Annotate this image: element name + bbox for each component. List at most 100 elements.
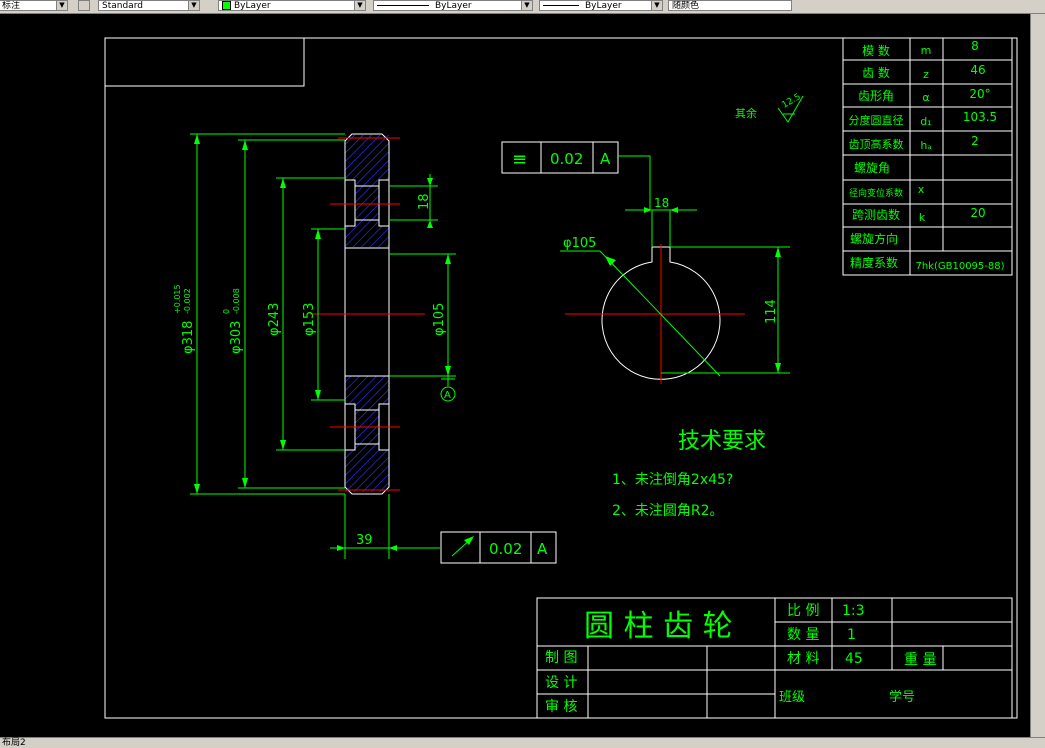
dimstyle-combo[interactable]: 标注 ▼ [0, 0, 68, 11]
tech-item-2: 2、未注圆角R2。 [612, 503, 724, 519]
weight-label: 重 量 [904, 652, 936, 668]
param-symbol: d₁ [920, 115, 931, 128]
layer-combo[interactable]: ByLayer ▼ [218, 0, 366, 11]
drawn-label: 制 图 [545, 650, 577, 666]
roughness-value: 12.5 [780, 92, 802, 111]
datum-a-marker: A [440, 376, 456, 402]
param-value: 2 [971, 134, 979, 148]
dim-d243: φ243 [267, 303, 282, 336]
color-swatch-icon [222, 1, 231, 10]
vertical-scrollbar[interactable] [1030, 14, 1045, 737]
param-symbol: α [922, 91, 929, 104]
drawing-canvas[interactable]: 模 数 m 8 齿 数 z 46 齿形角 α 20° 分度圆直径 d₁ 103.… [0, 14, 1030, 737]
tol-top-value: 0.02 [550, 150, 583, 168]
textstyle-combo[interactable]: Standard ▼ [98, 0, 200, 11]
param-label: 螺旋角 [854, 161, 890, 175]
dim-d105b: φ105 [563, 236, 596, 251]
parameter-table [842, 37, 1013, 276]
dim-d318-tol-dn: -0.002 [183, 288, 192, 314]
param-label: 跨测齿数 [852, 207, 900, 222]
datum-a-label: A [444, 390, 451, 401]
chevron-down-icon: ▼ [188, 1, 199, 10]
dim-d318: φ318 [181, 321, 196, 354]
plotstyle-value: 随颜色 [672, 1, 700, 11]
review-label: 审 核 [545, 699, 577, 715]
lineweight-sample-icon [543, 5, 579, 6]
lineweight-combo[interactable]: ByLayer ▼ [539, 0, 663, 11]
param-symbol: z [923, 68, 929, 81]
param-symbol: k [919, 211, 926, 224]
tol-bot-value: 0.02 [489, 540, 522, 558]
part-name: 圆 柱 齿 轮 [584, 609, 733, 644]
dim-d303-tol-up: 0 [222, 309, 231, 314]
param-value: 46 [970, 63, 985, 77]
tech-item-1: 1、未注倒角2x45? [612, 472, 733, 488]
status-bar: 布局2 [0, 737, 1045, 748]
param-symbol: m [921, 44, 932, 57]
chevron-down-icon: ▼ [354, 1, 365, 10]
tol-bot-datum: A [537, 540, 548, 558]
param-value: 7hk(GB10095-88) [915, 261, 1004, 272]
param-label: 精度系数 [850, 255, 898, 270]
dim-d303: φ303 [229, 321, 244, 354]
tech-title: 技术要求 [678, 429, 766, 454]
textstyle-value: Standard [102, 1, 143, 11]
linetype-sample-icon [377, 5, 429, 6]
param-label: 分度圆直径 [849, 113, 904, 127]
dim-18: 18 [417, 193, 432, 210]
param-value: 20 [970, 206, 985, 220]
dim-d105: φ105 [432, 303, 447, 336]
dim-k18: 18 [654, 196, 669, 210]
class-label: 班级 [779, 690, 805, 705]
qty-label: 数 量 [787, 627, 819, 643]
parameter-table-text: 模 数 m 8 齿 数 z 46 齿形角 α 20° 分度圆直径 d₁ 103.… [849, 39, 1005, 272]
dimension-text: φ318 +0.015 -0.002 φ303 0 -0.008 φ243 φ1… [173, 193, 447, 548]
param-symbol: hₐ [920, 139, 931, 152]
textstyle-icon[interactable] [78, 0, 90, 11]
layout-tab[interactable]: 布局2 [2, 738, 26, 748]
param-label: 模 数 [862, 43, 890, 58]
tolerance-frame-bottom: 0.02 A [440, 531, 557, 564]
lineweight-value: ByLayer [585, 1, 622, 11]
chevron-down-icon: ▼ [56, 1, 67, 10]
linetype-combo[interactable]: ByLayer ▼ [373, 0, 533, 11]
dim-39: 39 [356, 533, 373, 548]
tech-requirements: 技术要求 1、未注倒角2x45? 2、未注圆角R2。 [612, 429, 766, 519]
dim-d303-tol-dn: -0.008 [232, 288, 241, 314]
drawing-svg: 模 数 m 8 齿 数 z 46 齿形角 α 20° 分度圆直径 d₁ 103.… [104, 37, 1018, 719]
param-value: 103.5 [963, 110, 997, 124]
plotstyle-combo[interactable]: 随颜色 [668, 0, 792, 11]
arrowheads [194, 134, 451, 551]
properties-toolbar: 标注 ▼ Standard ▼ ByLayer ▼ ByLayer ▼ ByLa… [0, 0, 1045, 14]
gear-section-view [310, 133, 425, 495]
corner-box [104, 37, 305, 87]
param-value: 8 [971, 39, 979, 53]
dim-d318-tol-up: +0.015 [173, 284, 182, 314]
chevron-down-icon: ▼ [521, 1, 532, 10]
tolerance-frame-top: ≡ 0.02 A [501, 141, 651, 210]
scale-value: 1:3 [842, 603, 865, 619]
material-label: 材 料 [787, 651, 819, 667]
design-label: 设 计 [545, 675, 577, 691]
dim-d153: φ153 [302, 303, 317, 336]
scale-label: 比 例 [787, 603, 819, 619]
title-block [536, 597, 1013, 719]
param-label: 齿 数 [862, 65, 890, 80]
param-label: 齿形角 [858, 89, 894, 103]
title-block-text: 圆 柱 齿 轮 比 例 1:3 数 量 1 材 料 45 重 量 制 图 设 计… [545, 603, 936, 715]
param-label: 径向变位系数 [849, 187, 903, 199]
tol-top-symbol: ≡ [512, 149, 527, 170]
hub-keyway-view: φ105 18 114 [560, 196, 790, 384]
dim-114: 114 [764, 299, 779, 324]
qty-value: 1 [847, 627, 856, 643]
material-value: 45 [845, 651, 863, 667]
linetype-value: ByLayer [435, 1, 472, 11]
param-label: 螺旋方向 [850, 231, 898, 246]
roughness-symbol: 其余 12.5 [735, 92, 804, 123]
dimstyle-value: 标注 [2, 1, 21, 11]
chevron-down-icon: ▼ [651, 1, 662, 10]
roughness-label: 其余 [735, 106, 757, 120]
tol-top-datum: A [600, 150, 611, 168]
param-value: 20° [969, 87, 990, 101]
layer-value: ByLayer [234, 1, 271, 11]
